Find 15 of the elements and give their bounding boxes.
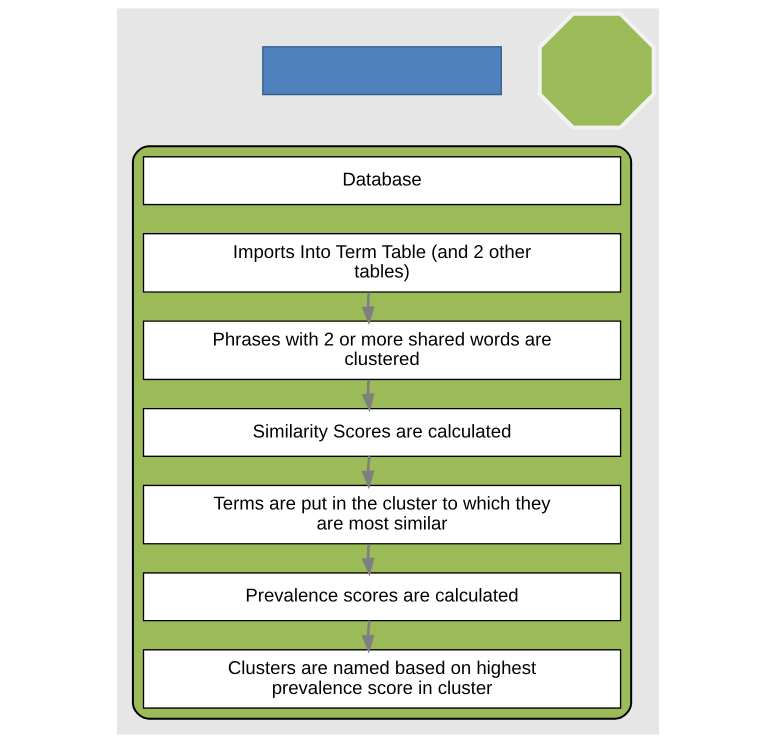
node-box: Terms are put in the cluster to which they are most similar	[142, 484, 621, 544]
cluster	[131, 145, 632, 720]
node-box: Similarity Scores are calculated	[142, 408, 621, 457]
arrow	[361, 544, 374, 577]
node-box: Database	[142, 156, 621, 206]
node-box: Prevalence scores are calculated	[142, 572, 621, 622]
arrow	[361, 292, 374, 326]
arrow	[361, 456, 374, 490]
node-box: Phrases with 2 or more shared words are clustered	[142, 320, 621, 380]
node-box: Imports Into Term Table (and 2 other tables)	[142, 233, 621, 293]
node-box	[262, 46, 502, 96]
arrow	[361, 380, 374, 412]
node-octagon	[537, 12, 656, 130]
arrow	[361, 620, 374, 654]
node-box: Clusters are named based on highest prevalence score in cluster	[142, 649, 621, 709]
